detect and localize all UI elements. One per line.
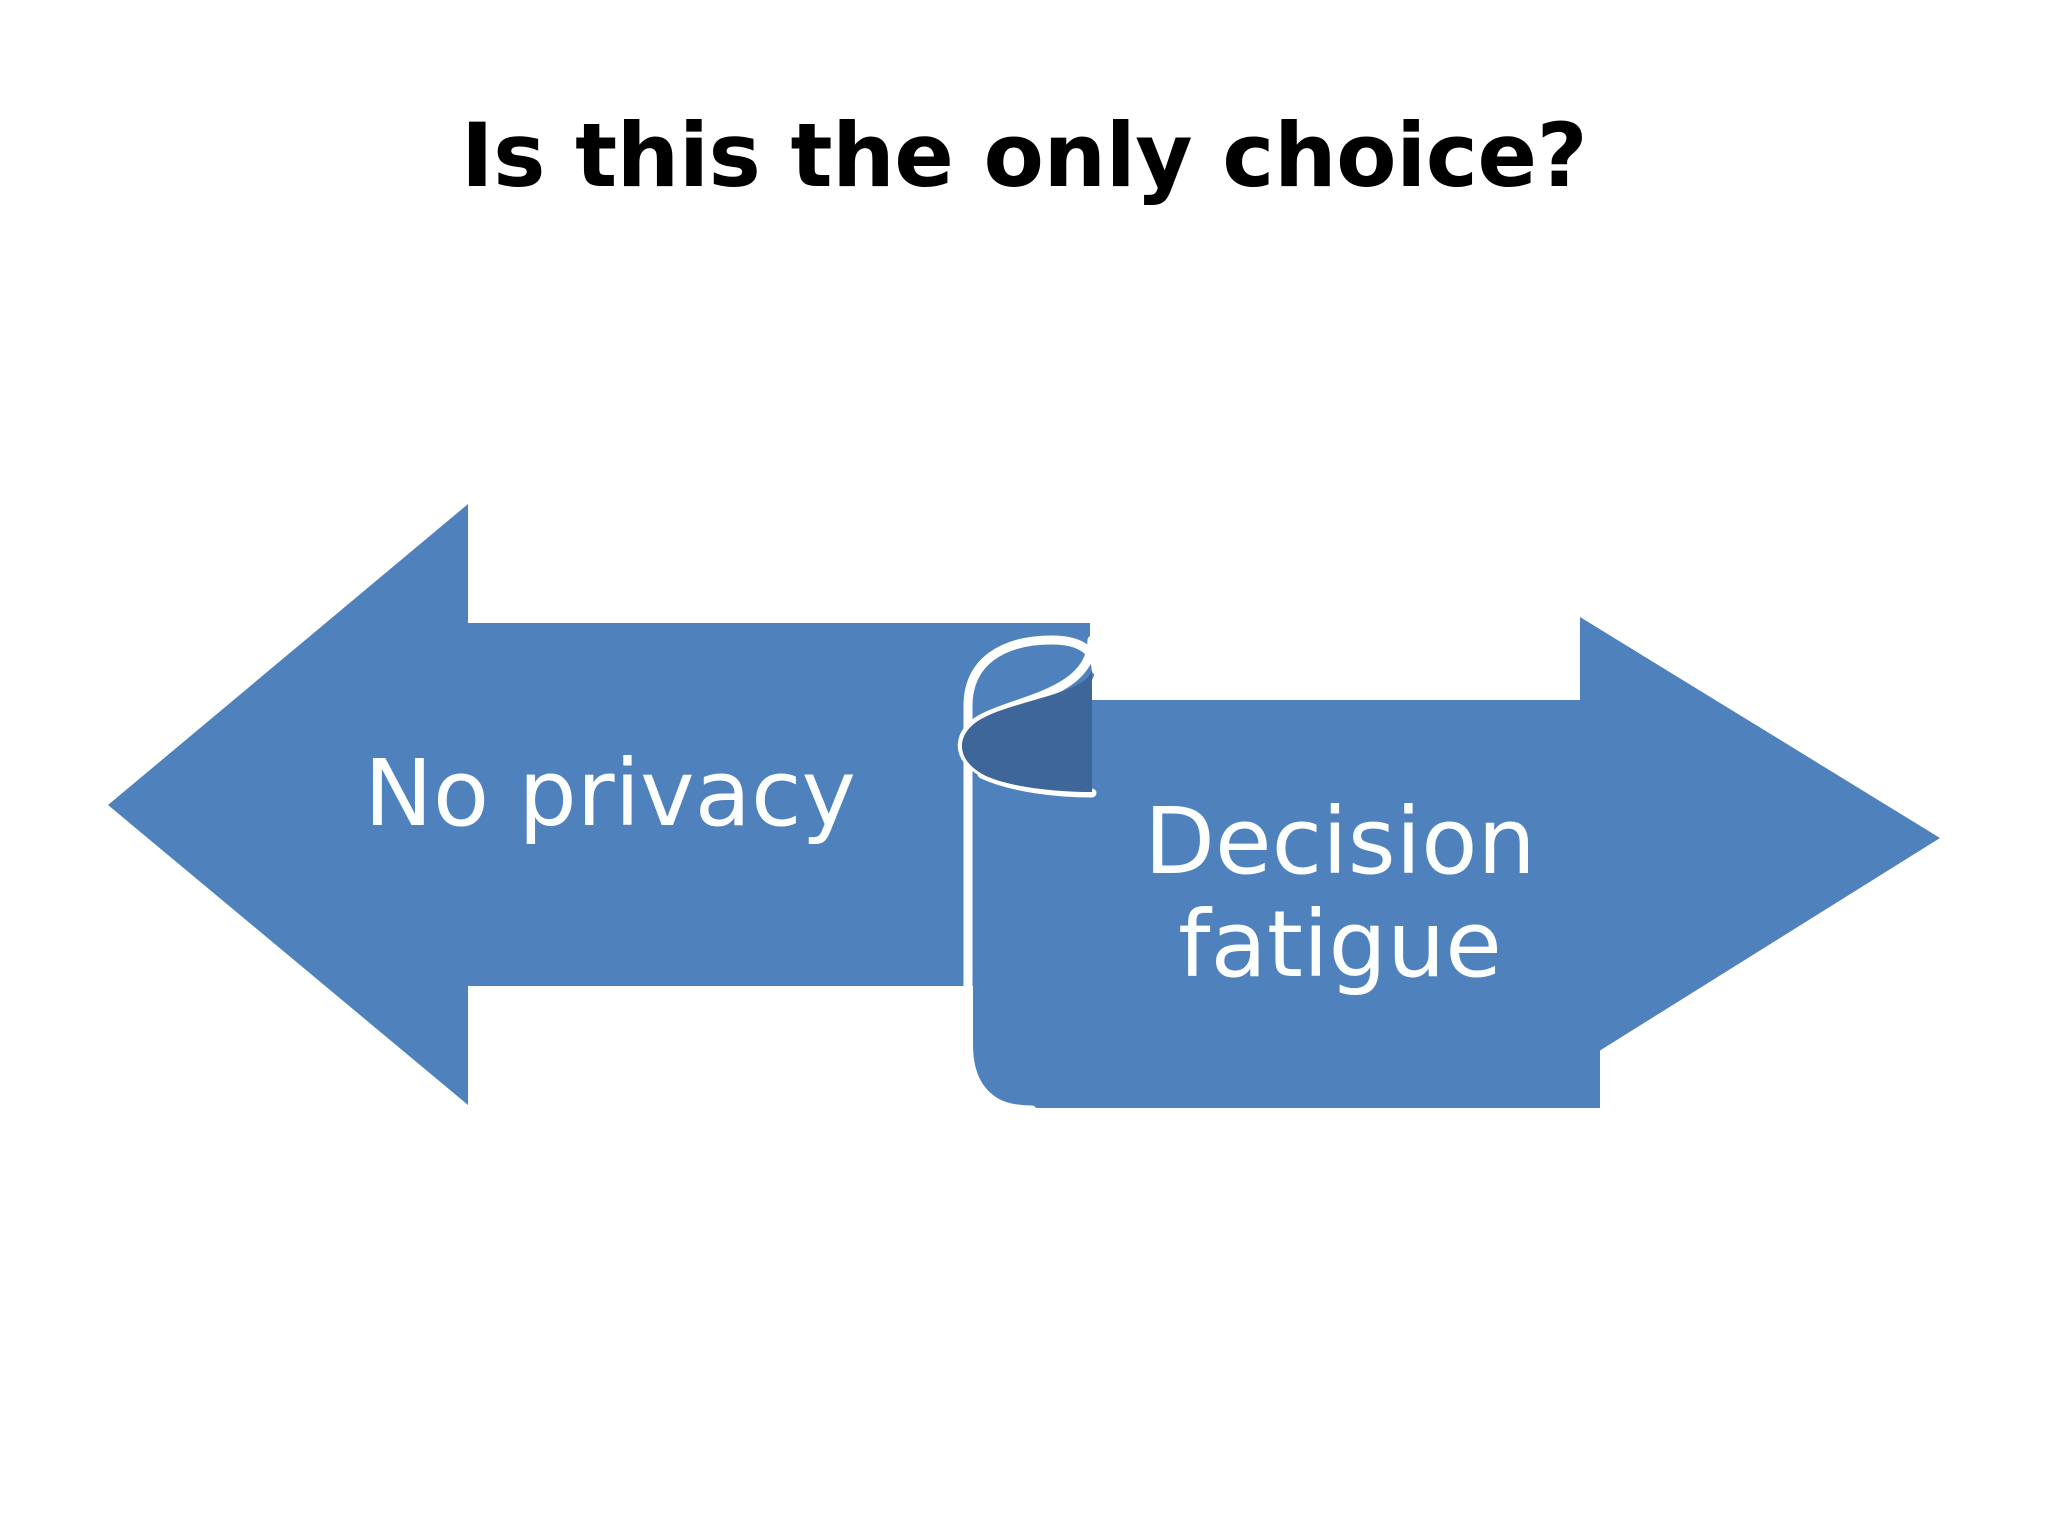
left-arrow-shape[interactable] [108, 504, 1090, 1105]
ribbon-fold-top [968, 640, 1095, 723]
ribbon-fold-outline-lower [963, 635, 1101, 711]
page-title: Is this the only choice? [460, 104, 1588, 207]
right-ribbon-band-2 [973, 700, 1600, 1108]
ribbon-left-edge-line [963, 701, 1037, 1115]
ribbon-fold-face [961, 668, 1092, 792]
